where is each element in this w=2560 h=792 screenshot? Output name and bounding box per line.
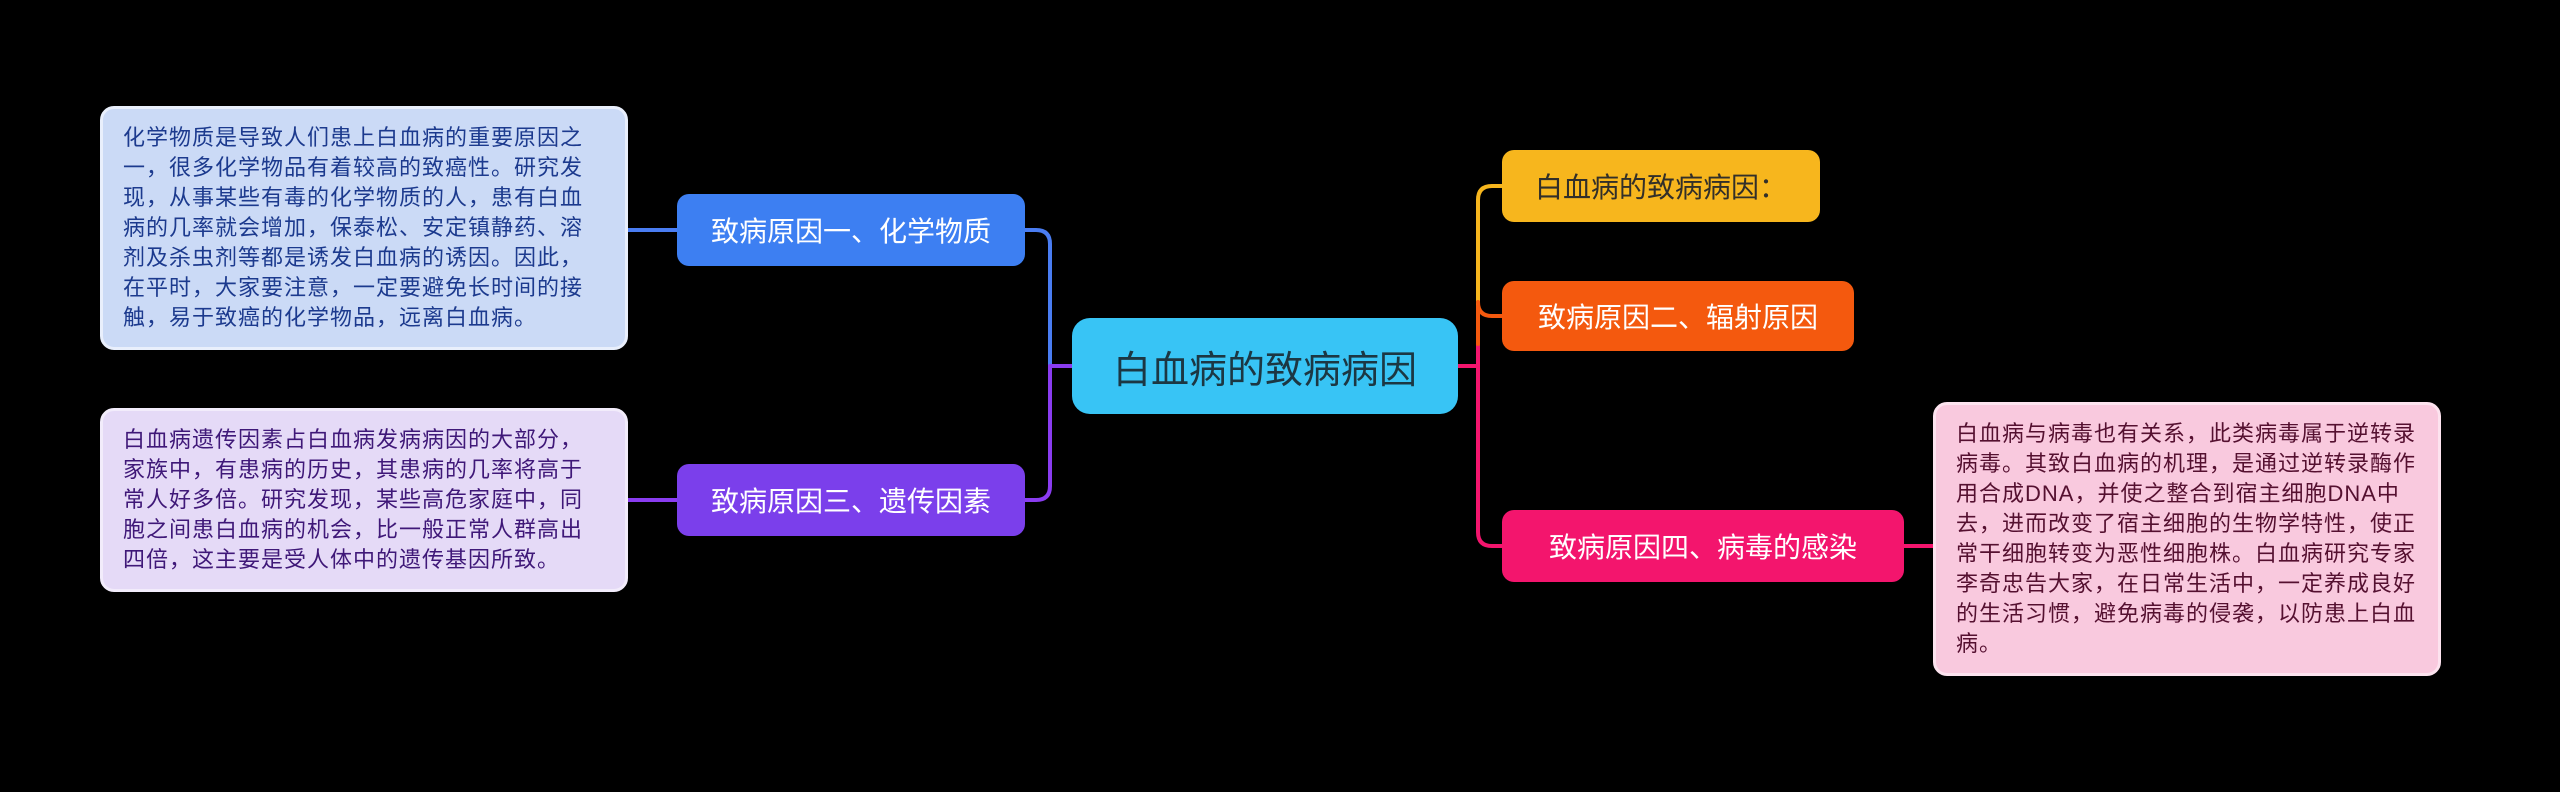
- node-cause-four-virus[interactable]: 致病原因四、病毒的感染: [1502, 510, 1904, 582]
- connector-genetic-to-center: [1023, 364, 1052, 502]
- note-virus-cause[interactable]: 白血病与病毒也有关系，此类病毒属于逆转录病毒。其致白血病的机理，是通过逆转录酶作…: [1933, 402, 2441, 676]
- connector-center-to-radiation: [1476, 300, 1504, 318]
- node-cause-two-radiation[interactable]: 致病原因二、辐射原因: [1502, 281, 1854, 351]
- note-chemical-cause[interactable]: 化学物质是导致人们患上白血病的重要原因之一，很多化学物品有着较高的致癌性。研究发…: [100, 106, 628, 350]
- note-genetic-cause[interactable]: 白血病遗传因素占白血病发病病因的大部分，家族中，有患病的历史，其患病的几率将高于…: [100, 408, 628, 592]
- connector-center-to-topic: [1476, 184, 1504, 308]
- node-cause-three-genetic[interactable]: 致病原因三、遗传因素: [677, 464, 1025, 536]
- connector-center-to-virus: [1476, 338, 1504, 548]
- node-root-title[interactable]: 白血病的致病病因: [1072, 318, 1458, 414]
- connector-chemical-to-center: [1023, 228, 1052, 368]
- node-cause-one-chemical[interactable]: 致病原因一、化学物质: [677, 194, 1025, 266]
- node-topic-heading[interactable]: 白血病的致病病因：: [1502, 150, 1820, 222]
